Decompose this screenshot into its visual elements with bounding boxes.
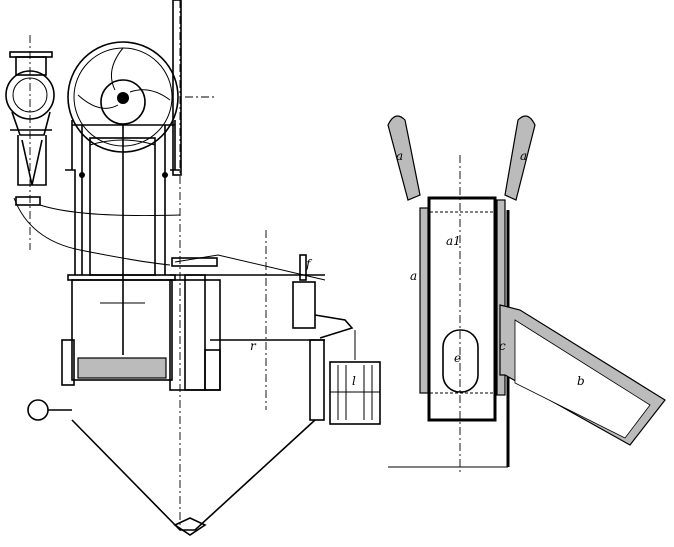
inlet-neck bbox=[15, 56, 47, 76]
feed-pipe bbox=[172, 0, 182, 176]
label-e: e bbox=[454, 351, 461, 365]
right-handle bbox=[504, 115, 536, 201]
measuring-cup bbox=[292, 281, 316, 329]
outlet-hose bbox=[13, 197, 171, 266]
label-c: c bbox=[499, 339, 506, 353]
label-f: f bbox=[305, 257, 313, 271]
linkage-rod bbox=[174, 254, 326, 281]
left-bracket bbox=[61, 339, 75, 386]
left-lining bbox=[419, 207, 429, 394]
spout bbox=[314, 314, 354, 339]
hub bbox=[100, 79, 146, 125]
right-lining bbox=[496, 199, 506, 396]
label-l: l bbox=[352, 374, 356, 388]
filter-tank bbox=[169, 279, 221, 391]
machine-elevation-view: f r l bbox=[5, 0, 381, 536]
label-a-wall: a bbox=[410, 269, 417, 283]
bucket bbox=[329, 361, 381, 425]
filter-bracket bbox=[204, 349, 221, 391]
cup-rod bbox=[299, 254, 307, 281]
label-r: r bbox=[250, 339, 257, 353]
section-view: a a a1 a e c b bbox=[387, 115, 666, 475]
bolt bbox=[79, 172, 85, 178]
nozzle bbox=[15, 196, 41, 206]
inner-tube bbox=[427, 196, 497, 422]
bottom-valve bbox=[173, 517, 207, 536]
main-tank bbox=[71, 279, 173, 381]
gauge-neck bbox=[11, 111, 51, 136]
right-bracket bbox=[309, 339, 325, 421]
bolt bbox=[162, 172, 168, 178]
hopper-cone bbox=[71, 419, 316, 531]
bucket-staves bbox=[337, 365, 373, 420]
drain-gauge bbox=[27, 399, 49, 421]
oval-opening bbox=[442, 329, 479, 393]
rotor-blades bbox=[77, 357, 167, 379]
chute-inner bbox=[514, 319, 651, 439]
axle bbox=[117, 92, 129, 104]
label-a1: a1 bbox=[446, 234, 461, 248]
cyclone-cone bbox=[10, 129, 52, 186]
label-b: b bbox=[577, 374, 585, 388]
left-handle bbox=[387, 115, 421, 201]
handwheel bbox=[171, 257, 218, 267]
filter-tube bbox=[184, 274, 206, 391]
flywheel-spokes bbox=[77, 47, 171, 109]
outlet-hose-inner bbox=[39, 204, 181, 217]
label-a-left-handle: a bbox=[396, 149, 403, 163]
label-a-right-handle: a bbox=[520, 149, 527, 163]
